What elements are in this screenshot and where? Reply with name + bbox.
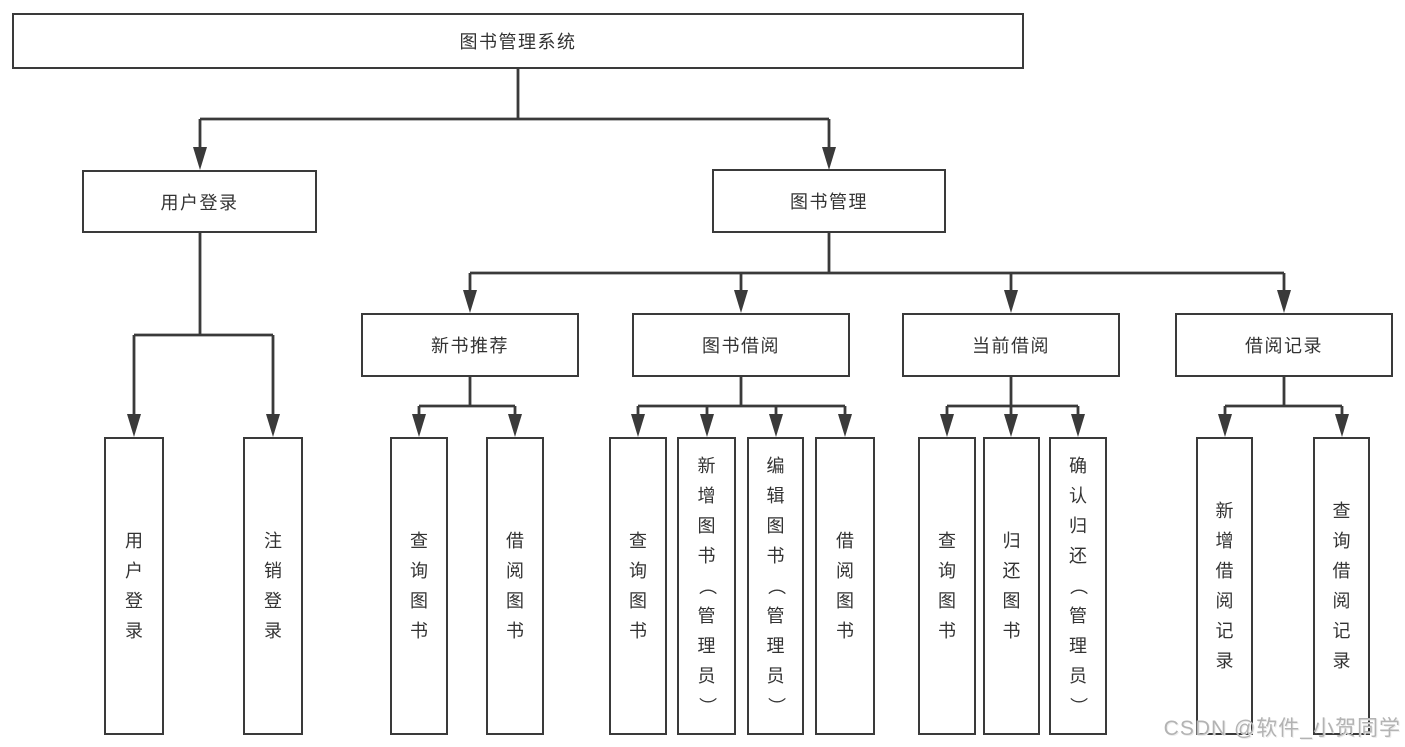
node-label: 当前借阅 <box>972 336 1050 356</box>
node-label: 归还图书 <box>1002 531 1021 641</box>
node-label: 图书管理 <box>790 192 868 212</box>
node-add-borrow-record: 新增借阅记录 <box>1196 437 1253 735</box>
node-label: 注销登录 <box>264 531 282 641</box>
node-query-books-current: 查询图书 <box>918 437 976 735</box>
connector-borrowing-records-to-children <box>1218 377 1349 437</box>
node-borrow-books-recommend: 借阅图书 <box>486 437 544 735</box>
connector-root-to-level2 <box>193 69 836 170</box>
node-label: 用户登录 <box>125 531 143 641</box>
node-label: 新增借阅记录 <box>1215 501 1234 671</box>
node-query-borrow-record: 查询借阅记录 <box>1313 437 1370 735</box>
node-user-login: 用户登录 <box>104 437 164 735</box>
connector-book-borrowing-to-children <box>631 377 852 437</box>
node-label: 新书推荐 <box>431 336 509 356</box>
node-query-books-borrowing: 查询图书 <box>609 437 667 735</box>
node-label: 查询图书 <box>629 531 647 641</box>
node-label: 用户登录 <box>160 192 239 213</box>
node-confirm-return-admin: 确认归还（管理员） <box>1049 437 1107 735</box>
node-book-management: 图书管理 <box>712 169 946 233</box>
connector-new-book-recommend-to-children <box>412 377 522 437</box>
node-book-borrowing: 图书借阅 <box>632 313 850 377</box>
node-label: 借阅图书 <box>836 531 854 641</box>
node-label: 新增图书（管理员） <box>696 456 717 715</box>
node-label: 查询图书 <box>938 531 956 641</box>
node-label: 图书借阅 <box>702 336 780 356</box>
node-label: 借阅图书 <box>506 531 524 641</box>
connector-book-management-to-level3 <box>463 233 1291 313</box>
node-new-book-recommend: 新书推荐 <box>361 313 579 377</box>
node-label: 编辑图书（管理员） <box>765 456 786 715</box>
node-label: 确认归还（管理员） <box>1068 456 1088 715</box>
node-borrow-books-borrowing: 借阅图书 <box>815 437 875 735</box>
node-edit-book-admin: 编辑图书（管理员） <box>747 437 804 735</box>
node-logout-login: 注销登录 <box>243 437 303 735</box>
node-label: 借阅记录 <box>1245 336 1323 356</box>
connector-current-borrowing-to-children <box>940 377 1085 437</box>
node-label: 图书管理系统 <box>459 32 577 52</box>
node-query-books-recommend: 查询图书 <box>390 437 448 735</box>
node-label: 查询图书 <box>410 531 428 641</box>
node-borrowing-records: 借阅记录 <box>1175 313 1393 377</box>
node-return-books: 归还图书 <box>983 437 1040 735</box>
node-add-book-admin: 新增图书（管理员） <box>677 437 736 735</box>
node-library-management-system: 图书管理系统 <box>12 13 1024 69</box>
node-label: 查询借阅记录 <box>1332 501 1351 671</box>
connector-user-login-to-children <box>127 233 280 437</box>
node-current-borrowing: 当前借阅 <box>902 313 1120 377</box>
node-user-login-group: 用户登录 <box>82 170 317 233</box>
watermark: CSDN @软件_小贺同学 <box>1163 717 1401 740</box>
